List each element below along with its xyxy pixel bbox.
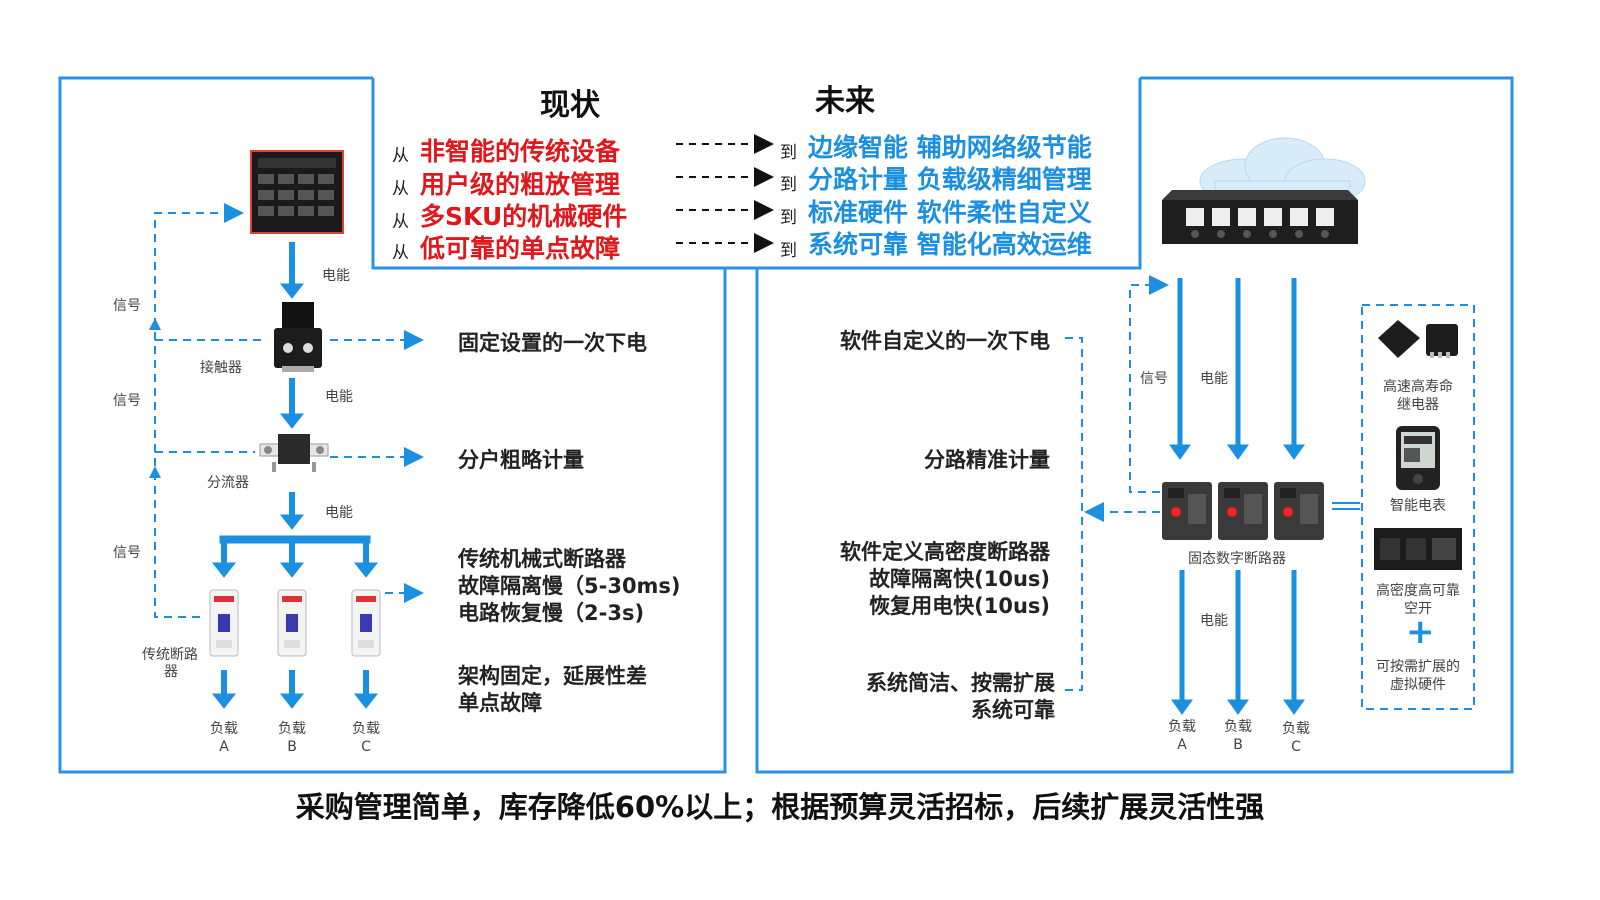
right-desc-power-off: 软件自定义的一次下电: [840, 329, 1050, 353]
right-desc-system: 系统简洁、按需扩展 系统可靠: [866, 671, 1055, 722]
breaker-b: [276, 588, 308, 658]
right-desc-metering: 分路精准计量: [924, 448, 1050, 472]
from-text-3: 多SKU的机械硬件: [420, 202, 628, 231]
component-box: [1361, 304, 1475, 710]
energy-label-2: 电能: [325, 389, 353, 405]
virtual-hardware-label: 可按需扩展的虚拟硬件: [1376, 659, 1460, 693]
right-signal-label: 信号: [1140, 371, 1168, 387]
left-desc-arch: 架构固定，延展性差 单点故障: [458, 664, 647, 715]
right-energy-label: 电能: [1200, 371, 1228, 387]
right-energy-label-2: 电能: [1200, 613, 1228, 629]
breaker-c: [350, 588, 382, 658]
signal-label-3: 信号: [113, 545, 141, 561]
to-prefix-2: 到: [780, 175, 797, 195]
left-desc-breaker: 传统机械式断路器 故障隔离慢（5-30ms) 电路恢复慢（2-3s): [458, 547, 681, 625]
to-text-2: 分路计量 负载级精细管理: [808, 165, 1092, 194]
to-prefix-3: 到: [780, 208, 797, 228]
solid-state-breaker-label: 固态数字断路器: [1188, 551, 1286, 567]
left-desc-metering: 分户粗略计量: [458, 448, 584, 472]
relay-label: 高速高寿命继电器: [1383, 379, 1453, 413]
breaker-label-line2: 器: [164, 664, 178, 680]
shunt-label: 分流器: [207, 475, 249, 491]
traditional-power-cabinet: [250, 150, 344, 234]
to-text-3: 标准硬件 软件柔性自定义: [808, 198, 1092, 227]
from-text-1: 非智能的传统设备: [420, 137, 621, 166]
plus-icon: +: [1406, 612, 1435, 652]
shunt-device: [258, 428, 330, 476]
right-desc-breaker: 软件定义高密度断路器 故障隔离快(10us) 恢复用电快(10us): [840, 540, 1050, 618]
smart-meter-label: 智能电表: [1390, 498, 1446, 514]
relay-chip-icon: [1374, 316, 1462, 364]
left-title: 现状: [540, 88, 600, 123]
to-text-4: 系统可靠 智能化高效运维: [808, 230, 1092, 259]
high-density-breaker-icon: [1372, 524, 1464, 574]
to-prefix-1: 到: [780, 143, 797, 163]
signal-label-1: 信号: [113, 298, 141, 314]
high-density-label: 高密度高可靠空开: [1376, 583, 1460, 617]
contactor-device: [272, 302, 324, 374]
smart-meter-icon: [1394, 424, 1442, 492]
from-text-4: 低可靠的单点故障: [420, 234, 621, 263]
solid-state-breakers: [1160, 478, 1332, 544]
from-prefix-3: 从: [392, 212, 409, 232]
energy-label-3: 电能: [325, 505, 353, 521]
signal-label-2: 信号: [113, 393, 141, 409]
to-text-1: 边缘智能 辅助网络级节能: [808, 133, 1092, 162]
breaker-a: [208, 588, 240, 658]
left-desc-power-off: 固定设置的一次下电: [458, 331, 647, 355]
from-prefix-1: 从: [392, 146, 409, 166]
right-bracket: [1065, 337, 1083, 691]
energy-label-1: 电能: [322, 268, 350, 284]
from-text-2: 用户级的粗放管理: [420, 170, 621, 199]
signal-line-left: [154, 203, 244, 618]
right-title: 未来: [815, 84, 875, 119]
to-prefix-4: 到: [780, 241, 797, 261]
right-signal-line: [1129, 275, 1169, 493]
footer-summary: 采购管理简单，库存降低60%以上；根据预算灵活招标，后续扩展灵活性强: [295, 790, 1265, 824]
from-prefix-4: 从: [392, 243, 409, 263]
contactor-label: 接触器: [200, 360, 242, 376]
right-frame: [755, 76, 1514, 774]
from-prefix-2: 从: [392, 179, 409, 199]
left-frame: [58, 76, 727, 774]
breaker-label-line1: 传统断路: [142, 647, 198, 663]
rack-smart-device: [1160, 188, 1360, 250]
